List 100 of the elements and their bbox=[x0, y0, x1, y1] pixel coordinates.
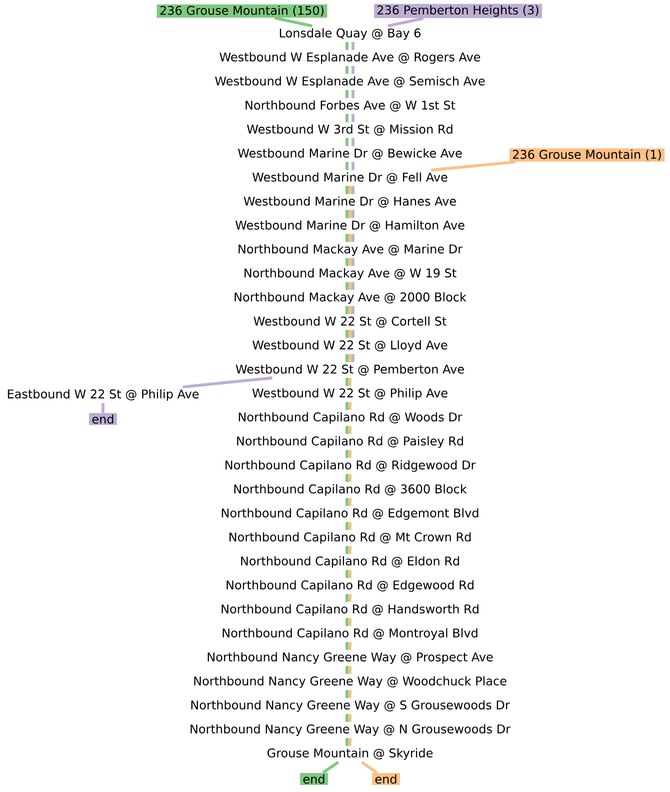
route-line bbox=[346, 210, 348, 218]
route-line bbox=[346, 306, 348, 314]
route-line bbox=[388, 16, 424, 28]
stop-label: Westbound W 22 St @ Philip Ave bbox=[250, 386, 450, 402]
route-line bbox=[102, 403, 104, 413]
stop-label: Northbound Capilano Rd @ 3600 Block bbox=[232, 482, 468, 498]
stop-label: Westbound W 3rd St @ Mission Rd bbox=[245, 122, 455, 138]
stop-label: Westbound Marine Dr @ Bewicke Ave bbox=[236, 146, 464, 162]
route-label: 236 Grouse Mountain (1) bbox=[509, 148, 665, 162]
route-line bbox=[348, 210, 352, 218]
route-line bbox=[346, 570, 348, 578]
route-line bbox=[346, 714, 348, 722]
stop-label: Northbound Capilano Rd @ Eldon Rd bbox=[238, 554, 462, 570]
route-line bbox=[346, 690, 348, 698]
route-line bbox=[348, 378, 352, 386]
route-line bbox=[346, 474, 348, 482]
stop-label: Westbound W Esplanade Ave @ Semisch Ave bbox=[213, 74, 487, 90]
route-line bbox=[348, 450, 352, 458]
stop-label: Northbound Nancy Greene Way @ Woodchuck Place bbox=[192, 674, 508, 690]
route-line bbox=[352, 330, 354, 338]
route-line bbox=[346, 138, 348, 146]
route-line bbox=[346, 522, 348, 530]
route-line bbox=[346, 594, 348, 602]
route-line bbox=[348, 282, 352, 290]
route-line bbox=[352, 138, 354, 146]
route-line bbox=[348, 666, 352, 674]
route-line bbox=[348, 570, 352, 578]
route-line bbox=[346, 666, 348, 674]
route-line bbox=[322, 760, 340, 774]
route-line bbox=[346, 66, 348, 74]
route-line bbox=[346, 258, 348, 266]
route-line bbox=[352, 90, 354, 98]
stop-label: Eastbound W 22 St @ Philip Ave bbox=[5, 387, 201, 403]
route-line bbox=[348, 354, 352, 362]
stop-label: Northbound Forbes Ave @ W 1st St bbox=[243, 98, 457, 114]
route-line bbox=[346, 402, 348, 410]
route-line bbox=[346, 546, 348, 554]
route-line bbox=[360, 760, 378, 774]
route-line bbox=[348, 330, 352, 338]
route-line bbox=[348, 426, 352, 434]
route-line bbox=[352, 42, 354, 50]
stop-label: Northbound Mackay Ave @ W 19 St bbox=[242, 266, 458, 282]
route-line bbox=[346, 234, 348, 242]
stop-label: Westbound W 22 St @ Pemberton Ave bbox=[234, 362, 466, 378]
route-line bbox=[348, 594, 352, 602]
route-line bbox=[352, 162, 354, 170]
route-line bbox=[346, 114, 348, 122]
route-line bbox=[346, 162, 348, 170]
stop-label: Westbound Marine Dr @ Fell Ave bbox=[250, 170, 450, 186]
route-line bbox=[274, 16, 312, 28]
route-label: 236 Pemberton Heights (3) bbox=[374, 4, 542, 18]
route-line bbox=[352, 66, 354, 74]
route-line bbox=[346, 354, 348, 362]
route-line bbox=[348, 186, 352, 194]
route-line bbox=[346, 426, 348, 434]
stop-label: Northbound Nancy Greene Way @ Prospect Ave bbox=[205, 650, 495, 666]
route-line bbox=[348, 642, 352, 650]
stop-label: Northbound Capilano Rd @ Montroyal Blvd bbox=[220, 626, 480, 642]
route-line bbox=[348, 690, 352, 698]
route-line bbox=[346, 642, 348, 650]
route-line bbox=[346, 330, 348, 338]
route-line bbox=[346, 282, 348, 290]
route-line bbox=[352, 282, 354, 290]
stop-label: Northbound Capilano Rd @ Paisley Rd bbox=[234, 434, 466, 450]
stop-label: Westbound W 22 St @ Cortell St bbox=[252, 314, 448, 330]
route-line bbox=[346, 186, 348, 194]
end-label: end bbox=[372, 773, 400, 785]
route-line bbox=[352, 210, 354, 218]
route-line bbox=[348, 738, 352, 746]
stop-label: Northbound Nancy Greene Way @ S Grousewoods Dr bbox=[188, 698, 512, 714]
route-line bbox=[346, 450, 348, 458]
stop-label: Northbound Capilano Rd @ Edgewood Rd bbox=[224, 578, 476, 594]
route-line bbox=[352, 114, 354, 122]
route-line bbox=[352, 234, 354, 242]
route-line bbox=[430, 160, 516, 172]
route-line bbox=[348, 258, 352, 266]
stop-label: Northbound Capilano Rd @ Edgemont Blvd bbox=[219, 506, 481, 522]
stop-label: Westbound Marine Dr @ Hanes Ave bbox=[242, 194, 458, 210]
stop-label: Westbound W Esplanade Ave @ Rogers Ave bbox=[218, 50, 482, 66]
route-line bbox=[346, 498, 348, 506]
route-line bbox=[348, 498, 352, 506]
route-line bbox=[348, 714, 352, 722]
route-line bbox=[346, 618, 348, 626]
end-label: end bbox=[300, 773, 328, 785]
route-line bbox=[352, 354, 354, 362]
route-line bbox=[348, 474, 352, 482]
route-line bbox=[348, 522, 352, 530]
stop-label: Northbound Nancy Greene Way @ N Grousewoods Dr bbox=[188, 722, 512, 738]
stop-label: Northbound Capilano Rd @ Woods Dr bbox=[236, 410, 464, 426]
stop-label: Lonsdale Quay @ Bay 6 bbox=[277, 26, 423, 42]
route-label: 236 Grouse Mountain (150) bbox=[156, 4, 328, 18]
stop-label: Northbound Mackay Ave @ Marine Dr bbox=[236, 242, 464, 258]
route-line bbox=[348, 546, 352, 554]
route-line bbox=[346, 378, 348, 386]
end-label: end bbox=[89, 413, 117, 425]
route-line bbox=[348, 402, 352, 410]
route-line bbox=[346, 42, 348, 50]
route-line bbox=[346, 90, 348, 98]
stop-label: Westbound W 22 St @ Lloyd Ave bbox=[250, 338, 450, 354]
stop-label: Northbound Capilano Rd @ Handsworth Rd bbox=[219, 602, 481, 618]
